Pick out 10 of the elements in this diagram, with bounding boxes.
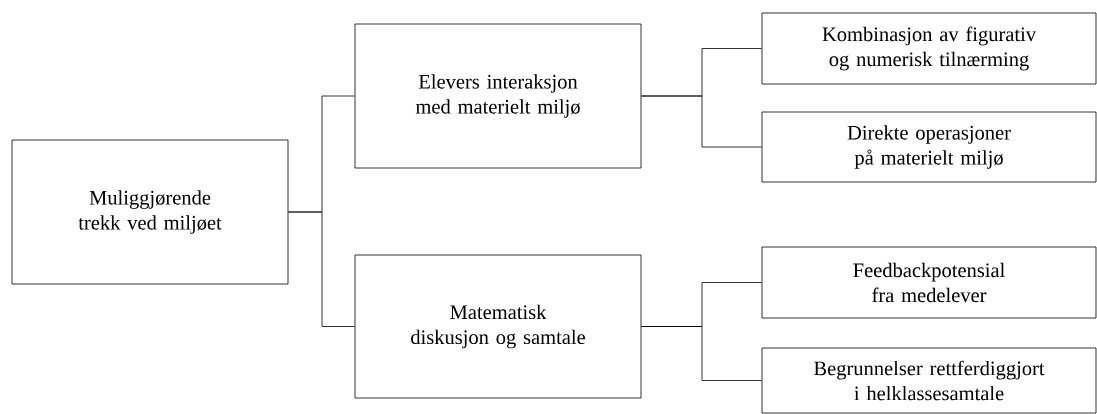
box: Begrunnelser rettferdiggjort i helklassesamtale xyxy=(761,347,1097,414)
box: Feedbackpotensial fra medelever xyxy=(761,246,1097,319)
connector xyxy=(641,326,762,381)
box: Kombinasjon av figurativ og numerisk tilnærming xyxy=(761,12,1097,85)
connector xyxy=(641,95,762,148)
connector xyxy=(288,211,355,327)
box: Elevers interaksjon med materielt miljø xyxy=(354,23,642,169)
box: Matematisk diskusjon og samtale xyxy=(354,254,642,399)
box: Direkte operasjoner på materielt miljø xyxy=(761,111,1097,183)
box: Muliggjørende trekk ved miljøet xyxy=(11,139,289,285)
